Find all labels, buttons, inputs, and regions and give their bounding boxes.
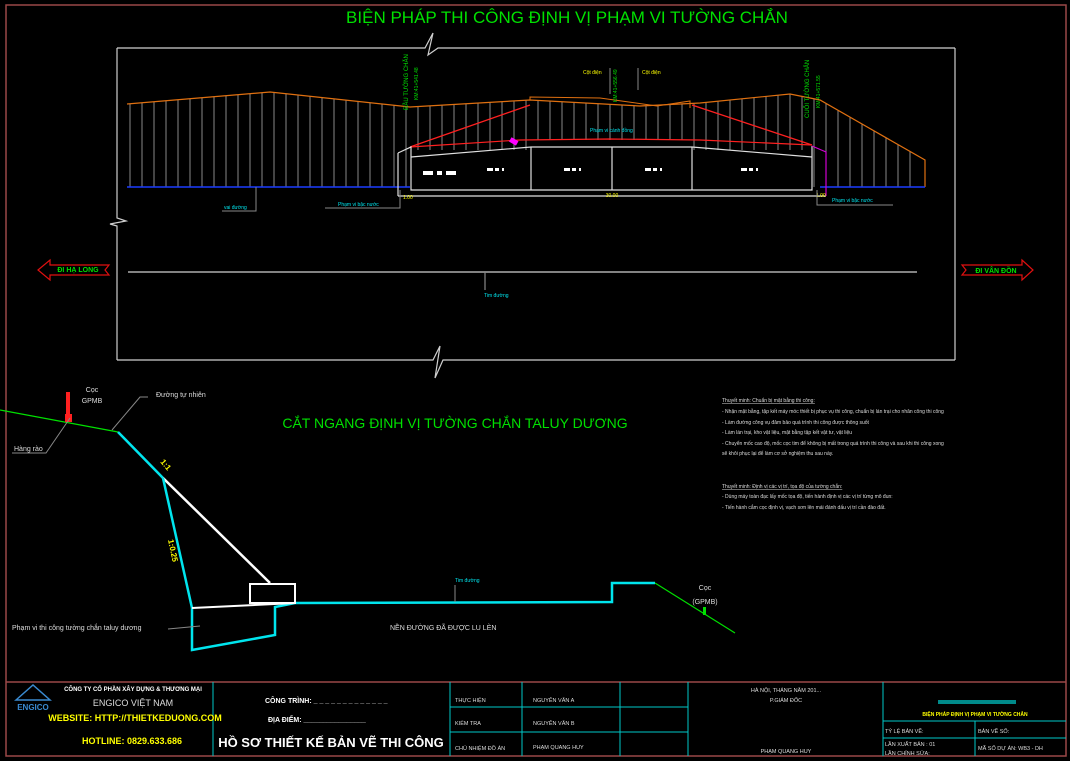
company-name-2: ENGICO VIỆT NAM [93,698,173,708]
plan-frame [109,32,956,379]
pole-label-right: Cột điện [642,70,661,76]
director-name: PHẠM QUANG HUY [761,749,812,755]
wall-range-right [691,104,813,146]
website: WEBSITE: HTTP://THIETKEDUONG.COM [48,713,222,723]
magenta-edge [811,145,827,196]
stake-left-label-2: GPMB [82,398,103,405]
director-title: P.GIÁM ĐỐC [770,697,802,704]
construction-range-label: Phạm vi thi công tường chắn taluy dương [12,623,142,632]
note2-item: - Dùng máy toàn đạc lấy mốc tọa độ, tiến… [722,494,893,500]
revision-label: LẦN CHỈNH SỬA: [885,750,930,757]
document-title: HỒ SƠ THIẾT KẾ BẢN VẼ THI CÔNG [218,735,444,750]
location-label: ĐỊA ĐIỂM: ________________ [268,715,366,724]
pole-label-left: Cột điện [583,70,602,76]
note1-item: sẽ khôi phục lại để làm cơ sở nghiệm thu… [722,450,833,457]
footing [249,583,296,604]
wall-start-km: KM:41+541.48 [414,67,420,100]
stake-left-label-1: Cọc [86,387,99,394]
road-edge-line [529,96,691,108]
range-label: Phạm vi cánh đồng [590,128,633,134]
direction-left: ĐI HẠ LONG [37,258,111,282]
project-code: MÃ SỐ DỰ ÁN: WB3 - DH [978,745,1043,752]
step-label-right: Phạm vi bậc nước [832,198,873,204]
note1-item: - Chuyển mốc cao độ, mốc cọc tim để khôn… [722,440,944,447]
project-label: CÔNG TRÌNH: _ _ _ _ _ _ _ _ _ _ _ _ _ [265,696,388,705]
note2-item: - Tiến hành cắm cọc định vị, vạch sơn lê… [722,504,886,511]
role-label: CHỦ NHIỆM ĐỒ ÁN [455,744,505,752]
dim-mid: 30.00 [606,193,619,199]
note1-item: - Làm đường công vụ đảm bảo quá trình th… [722,420,870,426]
company-name-1: CÔNG TY CỔ PHẦN XÂY DỰNG & THƯƠNG MẠI [64,685,202,693]
stake-left [66,392,70,417]
slope-ratio-top: 1:1 [158,458,173,473]
scale-label: TỶ LỆ BẢN VẼ: [885,727,924,735]
role-label: KIỂM TRA [455,720,481,727]
role-name: NGUYỄN VĂN A [533,697,575,704]
road-base-label: NỀN ĐƯỜNG ĐÃ ĐƯỢC LU LÈN [390,622,496,632]
mid-km: KM:41+556.49 [613,69,619,102]
logo-text: ENGICO [17,703,49,712]
direction-right-label: ĐI VÂN ĐỒN [975,265,1016,275]
notes: Thuyết minh: Chuẩn bị mặt bằng thi công:… [722,397,944,511]
wall-end-km: KM:41+571.55 [816,75,822,108]
note2-title: Thuyết minh: Định vị các vị trí, tọa độ … [722,483,842,490]
step-label-left: Phạm vi bậc nước [338,202,379,208]
sheet-border [5,4,1067,757]
dim-left: 1.00 [403,195,413,201]
wall-section-outline [161,477,655,652]
issue-number: LẦN XUẤT BẢN : 01 [885,741,935,748]
drawing-name: BIỆN PHÁP ĐỊNH VỊ PHẠM VI TƯỜNG CHẮN [922,710,1028,718]
stake-right-label-2: (GPMB) [692,599,717,606]
excavation-line [162,477,271,584]
drawing-number-label: BẢN VẼ SỐ: [978,728,1010,735]
marker [509,137,519,146]
section-centerline-label: Tim đường [455,578,480,584]
wall-end-label: CUỐI TƯỜNG CHẮN [803,60,811,118]
wall-module-labels [423,168,758,175]
dim-right: 1.00 [816,193,826,199]
note1-title: Thuyết minh: Chuẩn bị mặt bằng thi công: [722,397,815,404]
natural-ground-line [0,409,119,433]
wall-start-label: ĐẦU TƯỜNG CHẮN [402,54,410,110]
note1-item: - Nhận mặt bằng, tập kết máy móc thiết b… [722,408,944,415]
section-title: CẮT NGANG ĐỊNH VỊ TƯỜNG CHẮN TALUY DƯƠNG [282,414,627,431]
direction-right: ĐI VÂN ĐỒN [960,258,1034,282]
plan-title: BIỆN PHÁP THI CÔNG ĐỊNH VỊ PHẠM VI TƯỜNG… [346,8,788,27]
road-edge-label: vai đường [224,205,247,211]
wall-top-line [409,138,813,148]
place-date: HÀ NỘI, THÁNG NĂM 201... [751,687,822,694]
role-label: THỰC HIỆN [455,696,486,704]
natural-ground-label: Đường tự nhiên [156,392,206,399]
fence-label: Hàng rào [14,446,43,453]
role-name: PHẠM QUANG HUY [533,745,584,751]
note1-item: - Làm lán trại, kho vật liệu, mặt bằng t… [722,429,852,436]
hotline: HOTLINE: 0829.633.686 [82,736,182,746]
ground-right [654,582,736,634]
stake-right [703,607,706,615]
centerline-label: Tim đường [484,293,509,299]
stake-right-label-1: Cọc [699,585,712,592]
wall-range-left [409,104,531,148]
direction-left-label: ĐI HẠ LONG [57,267,99,274]
role-name: NGUYỄN VĂN B [533,720,575,727]
wall-plan [397,146,826,197]
title-block: ENGICO CÔNG TY CỔ PHẦN XÂY DỰNG & THƯƠNG… [6,681,1066,757]
company-logo: ENGICO [14,683,52,712]
slope-line [117,431,164,479]
